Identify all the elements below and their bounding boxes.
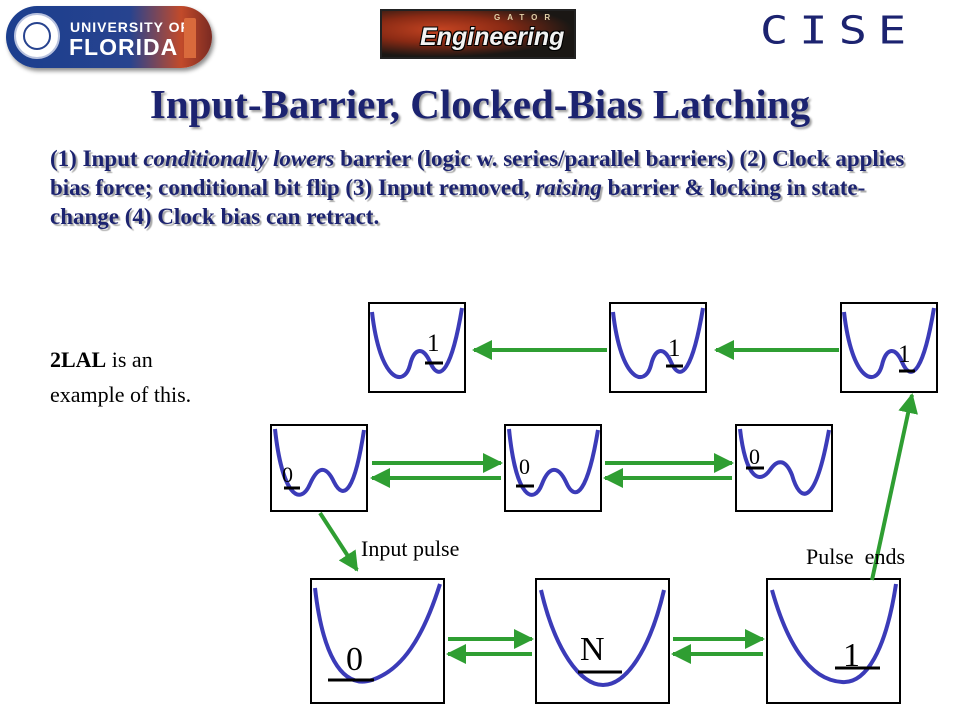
pulse-ends-label: Pulse ends bbox=[806, 544, 905, 569]
state-label: 0 bbox=[519, 454, 530, 479]
input-pulse-label: Input pulse bbox=[361, 536, 459, 561]
arrow-input-pulse bbox=[318, 511, 359, 572]
state-box-bottom-3: 1 bbox=[766, 578, 901, 704]
state-label: 0 bbox=[282, 462, 293, 487]
potential-curve bbox=[370, 307, 464, 379]
body-text-part-italic: raising bbox=[535, 175, 602, 200]
state-label: 1 bbox=[668, 335, 681, 362]
potential-curve bbox=[539, 589, 666, 688]
clock-tower-icon bbox=[184, 18, 196, 58]
state-box-middle-3: 0 bbox=[735, 424, 833, 512]
state-box-bottom-1: 0 bbox=[310, 578, 445, 704]
body-text-part: barrier & locking in state-change (4) Cl… bbox=[50, 175, 866, 229]
state-label: N bbox=[580, 631, 605, 668]
slide-body-text: (1) Input conditionally lowers barrier (… bbox=[50, 144, 910, 231]
body-text-part: (1) Input bbox=[50, 146, 144, 171]
cise-logo: CISE bbox=[760, 8, 918, 54]
engineering-logo-text: Engineering bbox=[420, 23, 565, 51]
potential-curve bbox=[273, 428, 366, 497]
state-box-top-3: 1 bbox=[840, 302, 938, 393]
arrow-pulse-ends bbox=[870, 393, 918, 581]
state-box-bottom-2: N bbox=[535, 578, 670, 704]
uf-seal-icon bbox=[14, 13, 60, 59]
gator-engineering-logo: GATOR Engineering bbox=[380, 9, 576, 59]
potential-curve bbox=[842, 307, 936, 379]
state-label: 0 bbox=[749, 444, 760, 469]
state-box-top-1: 1 bbox=[368, 302, 466, 393]
state-label: 1 bbox=[427, 330, 440, 357]
state-box-middle-2: 0 bbox=[504, 424, 602, 512]
potential-curve bbox=[611, 307, 705, 379]
uf-logo-line2: FLORIDA bbox=[69, 34, 179, 60]
potential-curve bbox=[738, 428, 831, 496]
uf-logo-line1: UNIVERSITY OF bbox=[70, 19, 191, 35]
state-label: 0 bbox=[346, 641, 363, 678]
body-text-part: barrier (logic w. series/parallel barrie… bbox=[50, 146, 905, 200]
side-note-bold: 2LAL bbox=[50, 347, 107, 372]
state-box-top-2: 1 bbox=[609, 302, 707, 393]
gator-logo-text: GATOR bbox=[494, 13, 558, 22]
state-label: 1 bbox=[843, 637, 860, 674]
university-of-florida-logo: UNIVERSITY OF FLORIDA bbox=[6, 6, 212, 68]
side-note: 2LAL is an example of this. bbox=[50, 342, 210, 412]
potential-curve bbox=[770, 583, 898, 685]
state-box-middle-1: 0 bbox=[270, 424, 368, 512]
state-label: 1 bbox=[898, 341, 911, 368]
side-note-rest: is an example of this. bbox=[50, 347, 192, 407]
potential-curve bbox=[507, 428, 600, 497]
body-text-part-italic: conditionally lowers bbox=[143, 146, 335, 171]
slide-title: Input-Barrier, Clocked-Bias Latching bbox=[149, 81, 811, 127]
